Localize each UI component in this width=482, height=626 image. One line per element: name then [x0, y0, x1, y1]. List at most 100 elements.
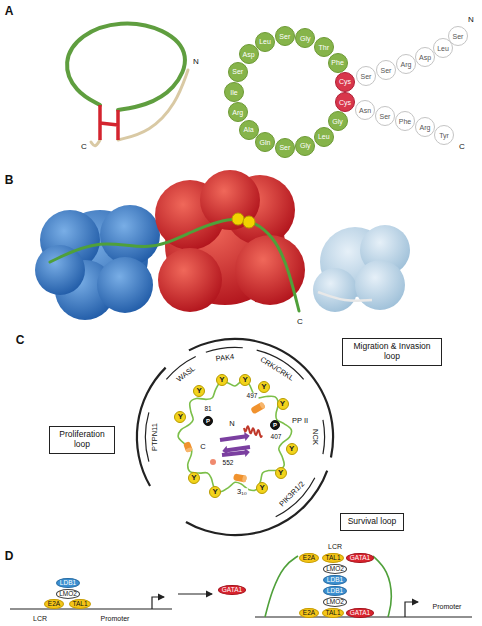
residue-number: 552 — [222, 460, 235, 467]
protein-oval: GATA1 — [346, 608, 373, 618]
protein-oval: E2A — [299, 608, 318, 618]
protein-oval: TAL1 — [322, 553, 344, 563]
peptide-ribbon — [50, 219, 299, 311]
node-text: Gly — [300, 35, 311, 42]
tyrosine-site: Y — [216, 374, 228, 386]
binding-arc — [322, 420, 325, 454]
amino-acid-residue: Gly — [295, 136, 315, 156]
protein-oval: LMO2 — [323, 597, 348, 607]
binding-partner-label: PTPN11 — [151, 423, 159, 451]
amino-acid-residue: Arg — [396, 54, 416, 74]
node-text: Leu — [259, 38, 271, 45]
beta-strand — [219, 431, 250, 444]
protein-surface — [155, 170, 305, 312]
disulfide-bond — [100, 105, 118, 140]
tyrosine-site: Y — [256, 482, 268, 494]
c-terminal-tail — [91, 140, 100, 146]
node-text: TAL1 — [325, 610, 340, 617]
beta-strand — [222, 448, 251, 460]
amino-acid-residue: Ser — [375, 106, 395, 126]
node-text: Gly — [332, 118, 343, 125]
binding-arc — [206, 347, 243, 353]
node-text: Phe — [331, 59, 343, 66]
amino-acid-residue: Arg — [415, 117, 435, 137]
loop-bracket-arc — [136, 367, 167, 487]
strand-arrow — [219, 431, 250, 444]
protein-oval: GATA1 — [346, 553, 373, 563]
loop-bracket-arc — [188, 338, 334, 458]
loop-box: Migration & Invasion loop — [342, 338, 442, 366]
node-text: Y — [289, 445, 294, 453]
node-text: Asp — [243, 51, 255, 58]
terminus-label: N — [468, 16, 474, 24]
node-text: Proliferation loop — [54, 430, 110, 450]
node-text: Thr — [318, 44, 329, 51]
amino-acid-residue: Ile — [224, 82, 244, 102]
amino-acid-residue: Asn — [355, 100, 375, 120]
motif-label: PP II — [291, 417, 309, 425]
node-text: LMO2 — [326, 566, 344, 573]
node-text: E2A — [48, 601, 60, 608]
tyrosine-site: Y — [174, 411, 186, 423]
protein-oval: E2A — [44, 599, 63, 609]
node-text: Gly — [300, 142, 311, 149]
node-text: Arg — [401, 61, 412, 68]
node-text: Y — [280, 400, 285, 408]
binding-partner-label: PAK4 — [216, 353, 235, 363]
node-text: Ser — [381, 67, 392, 74]
binding-partner-label: PIK3R1/2 — [278, 480, 306, 508]
terminus-label: N — [193, 58, 199, 66]
chromatin-loop — [265, 556, 298, 617]
protein-surface — [313, 225, 410, 312]
node-text: GATA1 — [350, 555, 370, 562]
protein-oval: LMO2 — [56, 589, 81, 599]
amino-acid-residue: Leu — [314, 127, 334, 147]
strand-arrow — [222, 448, 251, 460]
surface-lobe — [97, 257, 153, 313]
node-text: LDB1 — [327, 577, 343, 584]
cysteine-residue: Cys — [335, 72, 355, 92]
dna-region-label: Promoter — [433, 603, 462, 610]
motif-label: 3₁₀ — [236, 488, 248, 496]
amino-acid-residue: Asp — [415, 47, 435, 67]
protein-oval: TAL1 — [322, 608, 344, 618]
node-text: P — [206, 418, 210, 424]
tyrosine-site: Y — [286, 443, 298, 455]
cylinder-end — [242, 475, 247, 483]
phospho-site: P — [203, 416, 213, 426]
node-text: Y — [260, 484, 265, 492]
binding-arc — [275, 477, 315, 517]
cylinder-end — [185, 447, 193, 453]
dna-region-label: LCR — [328, 543, 342, 550]
node-text: TAL1 — [325, 555, 340, 562]
disulfide-sphere — [232, 213, 244, 225]
protein-oval: LDB1 — [56, 578, 79, 588]
residue-number: 497 — [246, 393, 259, 400]
node-text: GATA1 — [222, 587, 242, 594]
surface-lobe — [158, 248, 222, 312]
tyrosine-site: Y — [209, 486, 221, 498]
terminus-label: C — [199, 443, 206, 451]
node-text: TAL1 — [72, 601, 87, 608]
tyrosine-site: Y — [277, 398, 289, 410]
binding-arc — [145, 412, 150, 462]
node-text: LDB1 — [327, 588, 343, 595]
tyrosine-site: Y — [193, 385, 205, 397]
chromatin-loop — [373, 556, 391, 617]
transition-arrow — [178, 593, 212, 594]
node-text: Arg — [232, 109, 243, 116]
protein-oval: GATA1 — [218, 585, 245, 595]
cysteine-residue: Cys — [335, 92, 355, 112]
amino-acid-residue: Gly — [295, 28, 315, 48]
node-text: E2A — [303, 610, 315, 617]
panel-letter: A — [5, 5, 14, 17]
amino-acid-residue: Thr — [314, 37, 334, 57]
amino-acid-residue: Ser — [376, 60, 396, 80]
node-text: Ser — [279, 144, 290, 151]
phosphosite-dot — [210, 459, 216, 465]
node-text: Y — [261, 383, 266, 391]
surface-lobe — [100, 205, 160, 265]
node-text: Migration & Invasion loop — [347, 342, 437, 362]
node-text: LDB1 — [60, 580, 76, 587]
node-text: P — [273, 422, 277, 428]
